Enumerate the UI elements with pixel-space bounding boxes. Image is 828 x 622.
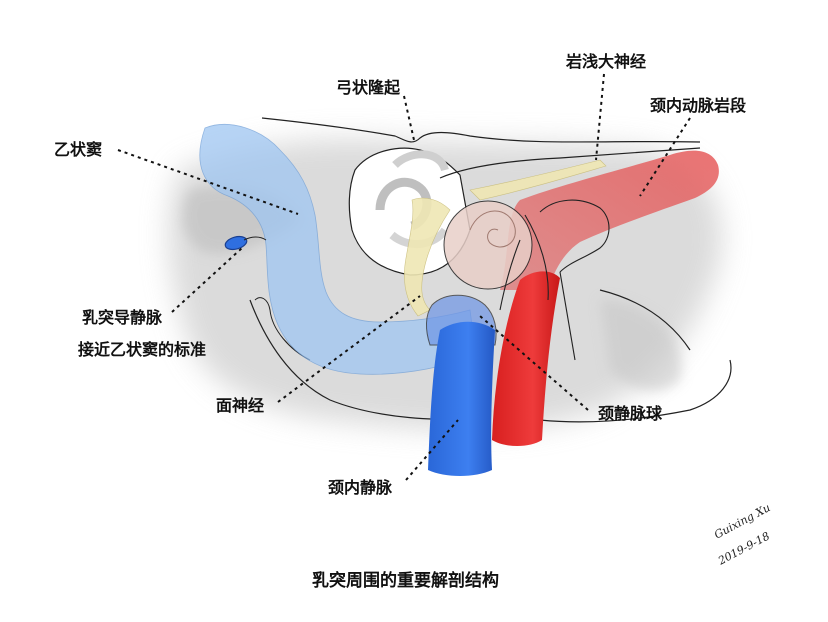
greater-superficial-petrosal-nerve [469, 159, 607, 201]
leader-lines [117, 73, 691, 481]
label-jugular-bulb: 颈静脉球 [598, 404, 663, 423]
label-sigmoid-sinus: 乙状窦 [54, 140, 103, 159]
inner-outlines [499, 199, 610, 361]
label-emissary-vein-2: 接近乙状窦的标准 [78, 340, 207, 359]
internal-carotid-artery [492, 271, 560, 446]
ica-petrous-segment [500, 150, 719, 290]
label-gspn: 岩浅大神经 [566, 52, 647, 71]
cochlea [443, 200, 533, 290]
label-facial-nerve: 面神经 [216, 396, 265, 415]
label-arcuate-eminence: 弓状隆起 [336, 78, 401, 97]
petrous-ridge [439, 147, 701, 179]
facial-nerve [404, 197, 451, 317]
mastoid-emissary-vein [224, 235, 248, 251]
label-emissary-vein-1: 乳突导静脉 [82, 308, 163, 327]
label-ijv: 颈内静脉 [328, 478, 393, 497]
label-ica-petrous: 颈内动脉岩段 [650, 96, 747, 115]
internal-jugular-vein [428, 321, 495, 476]
figure-caption: 乳突周围的重要解剖结构 [312, 571, 499, 591]
